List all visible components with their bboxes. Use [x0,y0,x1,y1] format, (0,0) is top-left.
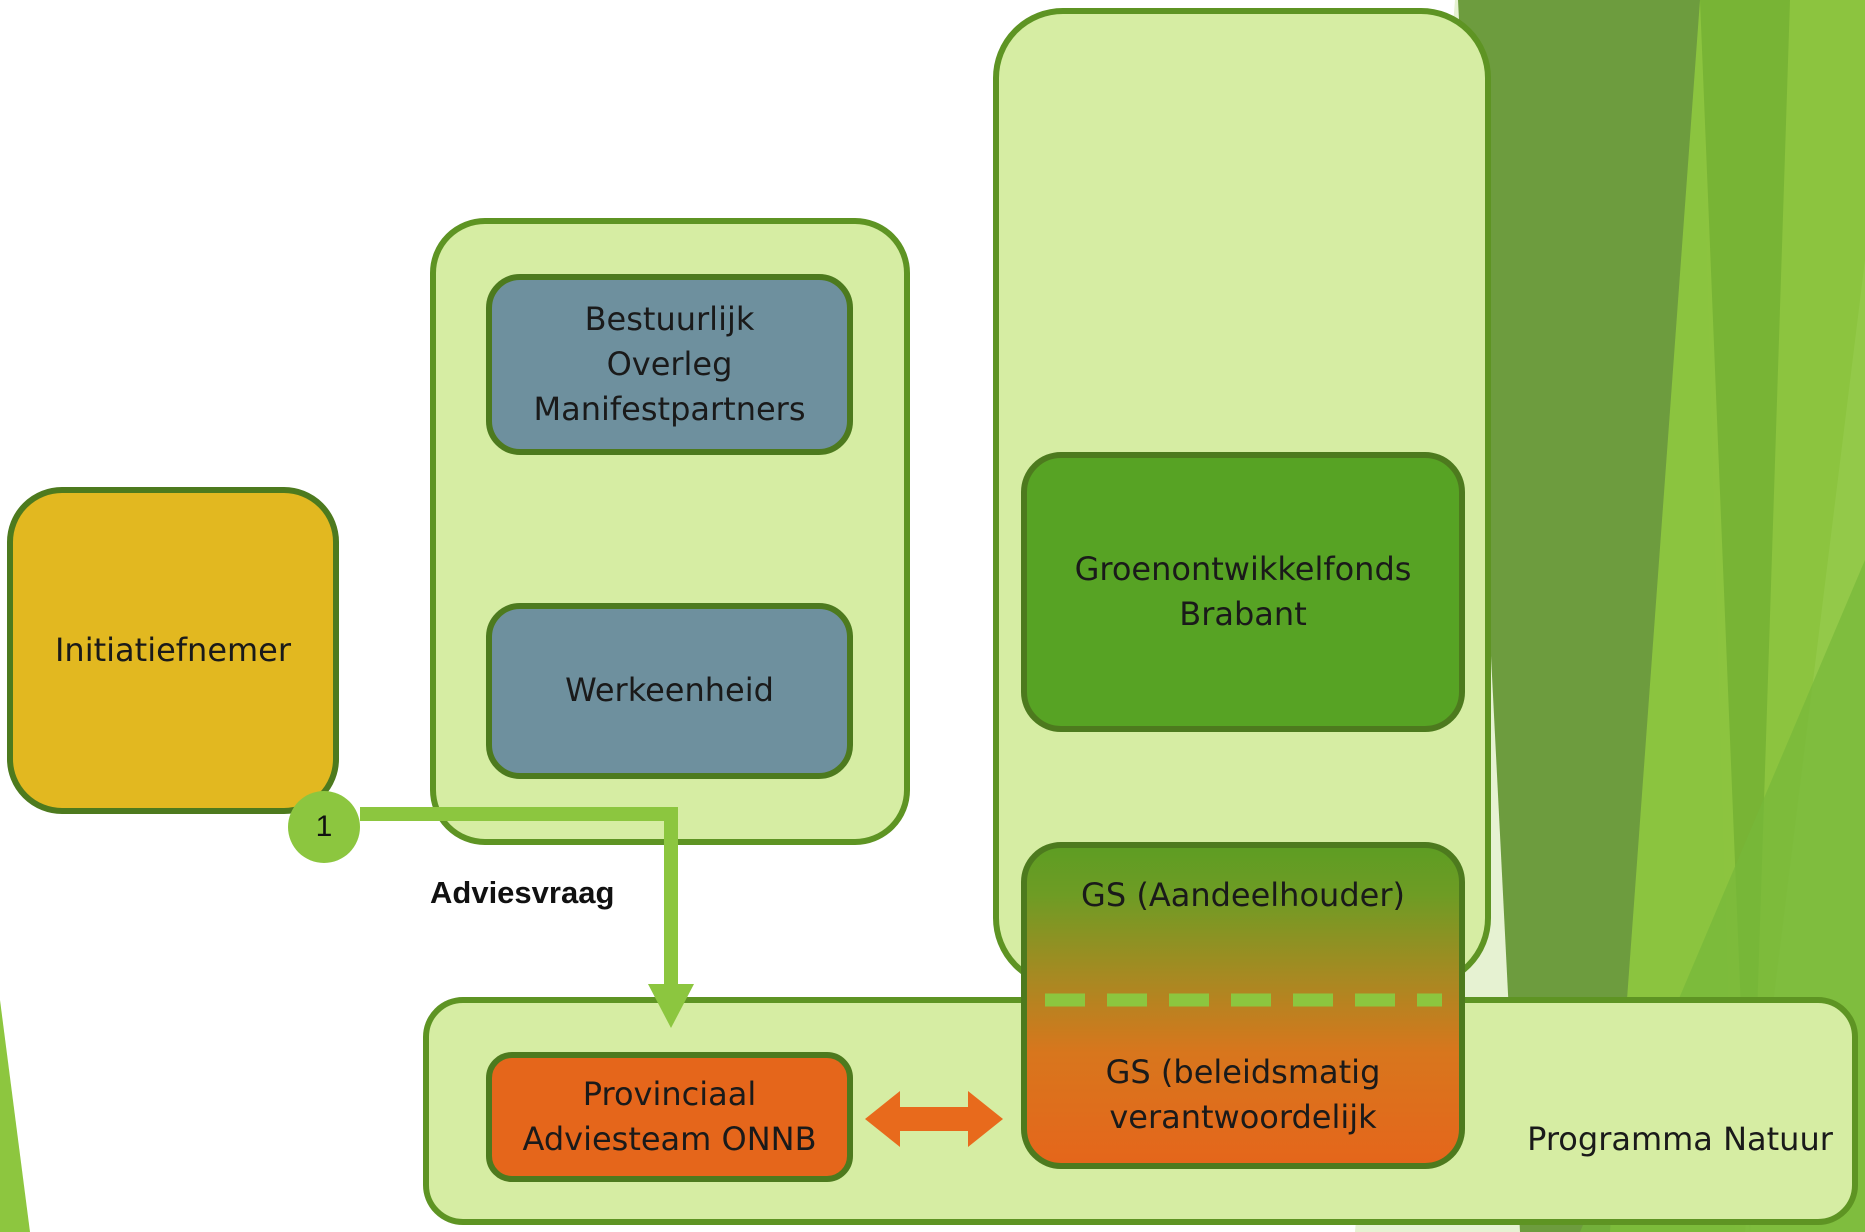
initiatiefnemer-box: Initiatiefnemer [7,487,339,814]
step-1-badge: 1 [288,791,360,863]
provinciaal-adviesteam-box: Provinciaal Adviesteam ONNB [486,1052,853,1182]
groenontwikkelfonds-box: Groenontwikkelfonds Brabant [1021,452,1465,732]
provinciaal-adviesteam-label: Provinciaal Adviesteam ONNB [522,1075,817,1158]
initiatiefnemer-label: Initiatiefnemer [54,630,292,669]
gs-beleidsmatig-label: GS (beleidsmatig verantwoordelijk [1105,1053,1381,1136]
bestuurlijk-overleg-box: Bestuurlijk Overleg Manifestpartners [486,274,853,455]
bestuurlijk-overleg-label: Bestuurlijk Overleg Manifestpartners [533,300,806,428]
werkeenheid-label: Werkeenheid [565,671,774,710]
step-1-number: 1 [315,810,333,843]
adviesvraag-label: Adviesvraag [430,875,615,910]
werkeenheid-box: Werkeenheid [486,603,853,779]
groenontwikkelfonds-label: Groenontwikkelfonds Brabant [1074,550,1412,633]
gs-aandeelhouder-label: GS (Aandeelhouder) [1081,876,1405,914]
programma-natuur-label: Programma Natuur [1527,1120,1833,1158]
